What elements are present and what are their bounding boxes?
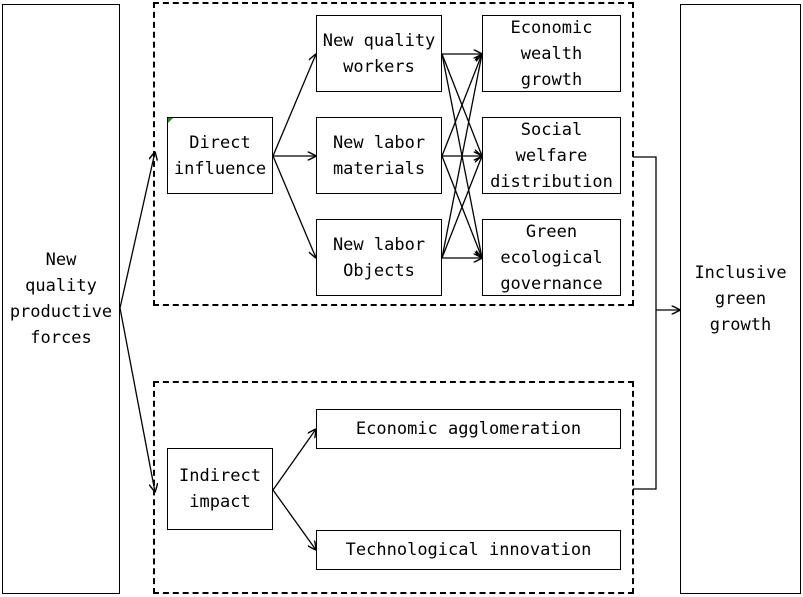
arrow-direct-to-objects — [272, 155, 316, 258]
arrow-source-to-direct — [119, 152, 155, 309]
indirect-impact-box: Indirect impact — [167, 448, 273, 530]
arrow-direct-to-workers — [272, 54, 316, 157]
outcome-label-social: Social welfare distribution — [490, 119, 613, 192]
direct-influence-group — [153, 2, 634, 306]
arrow-objects-to-economic — [441, 54, 482, 259]
corner-marker — [168, 118, 173, 123]
source-label: New quality productive forces — [9, 250, 113, 348]
arrow-indirect-to-agglomeration — [272, 429, 316, 491]
arrow-materials-to-economic — [441, 54, 482, 157]
factor-label-workers: New quality workers — [322, 30, 436, 77]
outcome-box-social: Social welfare distribution — [482, 117, 621, 194]
outcome-box-green: Green ecological governance — [482, 219, 621, 296]
factor-box-workers: New quality workers — [316, 15, 442, 92]
channel-label-agglomeration: Economic agglomeration — [355, 419, 582, 439]
indirect-impact-label: Indirect impact — [179, 466, 261, 512]
factor-box-materials: New labor materials — [316, 117, 442, 194]
connector-bracket — [633, 156, 657, 490]
arrow-source-to-indirect — [119, 307, 155, 492]
outcome-box-economic: Economic wealth growth — [482, 15, 621, 92]
channel-box-innovation: Technological innovation — [316, 530, 621, 570]
target-box: Inclusive green growth — [680, 4, 801, 594]
factor-label-objects: New labor Objects — [332, 234, 426, 281]
channel-label-innovation: Technological innovation — [345, 540, 592, 560]
source-box: New quality productive forces — [2, 4, 120, 594]
outcome-label-economic: Economic wealth growth — [510, 17, 593, 90]
outcome-label-green: Green ecological governance — [500, 221, 603, 294]
factor-box-objects: New labor Objects — [316, 219, 442, 296]
indirect-impact-group — [153, 381, 634, 594]
channel-box-agglomeration: Economic agglomeration — [316, 409, 621, 449]
arrow-objects-to-social — [441, 156, 482, 259]
target-label: Inclusive green growth — [694, 263, 787, 335]
direct-influence-box: Direct influence — [167, 117, 273, 194]
factor-label-materials: New labor materials — [332, 132, 426, 179]
direct-influence-label: Direct influence — [173, 132, 267, 179]
arrow-indirect-to-innovation — [272, 489, 316, 550]
